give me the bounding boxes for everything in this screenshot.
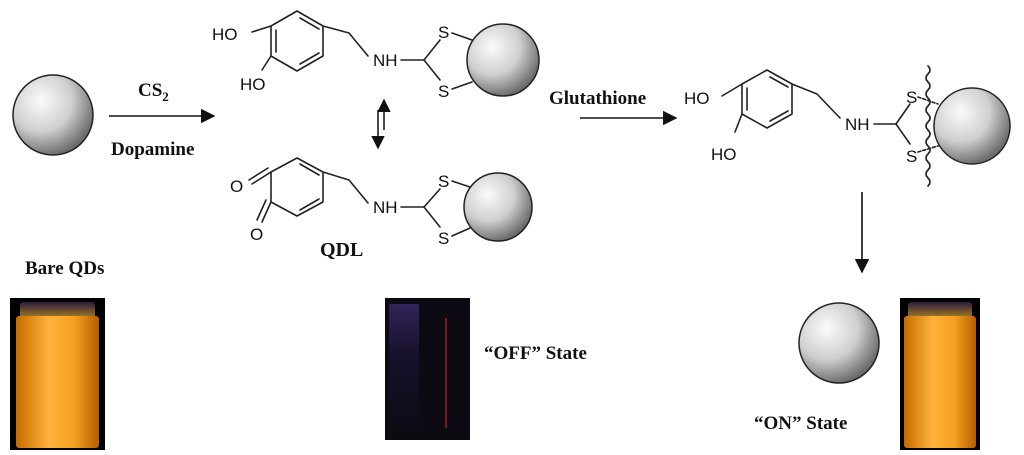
catechol-structure-top: HO HO NH S S	[212, 10, 473, 101]
vial-photo-bare	[10, 298, 105, 450]
bare-qd-sphere	[12, 74, 94, 156]
atom-s-1: S	[438, 23, 449, 42]
atom-ho-1: HO	[212, 25, 238, 44]
qd-sphere-right	[933, 87, 1011, 165]
atom-s-2: S	[438, 82, 449, 101]
qd-sphere-on	[798, 302, 880, 384]
qd-sphere-middle	[463, 172, 533, 242]
atom-nh-3: NH	[845, 115, 870, 134]
atom-ho-2: HO	[240, 75, 266, 94]
atom-ho-4: HO	[711, 145, 737, 164]
atom-s-5: S	[906, 88, 917, 107]
reagent-dopamine: Dopamine	[111, 139, 194, 160]
atom-o-2: O	[250, 225, 263, 244]
qd-sphere-top	[466, 23, 540, 97]
quinone-structure: O O NH S S	[230, 157, 471, 248]
atom-nh-2: NH	[373, 198, 398, 217]
atom-nh-1: NH	[373, 51, 398, 70]
atom-o-1: O	[230, 177, 243, 196]
vial-photo-off	[385, 298, 470, 440]
atom-s-3: S	[438, 172, 449, 191]
reagent-cs2: CS2	[138, 80, 169, 104]
label-off-state: “OFF” State	[484, 343, 587, 364]
vial-photo-on	[900, 298, 980, 450]
atom-s-6: S	[906, 147, 917, 166]
label-bare-qds: Bare QDs	[25, 258, 104, 279]
label-on-state: “ON” State	[754, 413, 847, 434]
atom-s-4: S	[438, 229, 449, 248]
catechol-structure-right: HO HO NH S S	[684, 65, 939, 187]
atom-ho-3: HO	[684, 89, 710, 108]
label-qdl: QDL	[320, 239, 363, 261]
reagent-glutathione: Glutathione	[549, 88, 646, 109]
